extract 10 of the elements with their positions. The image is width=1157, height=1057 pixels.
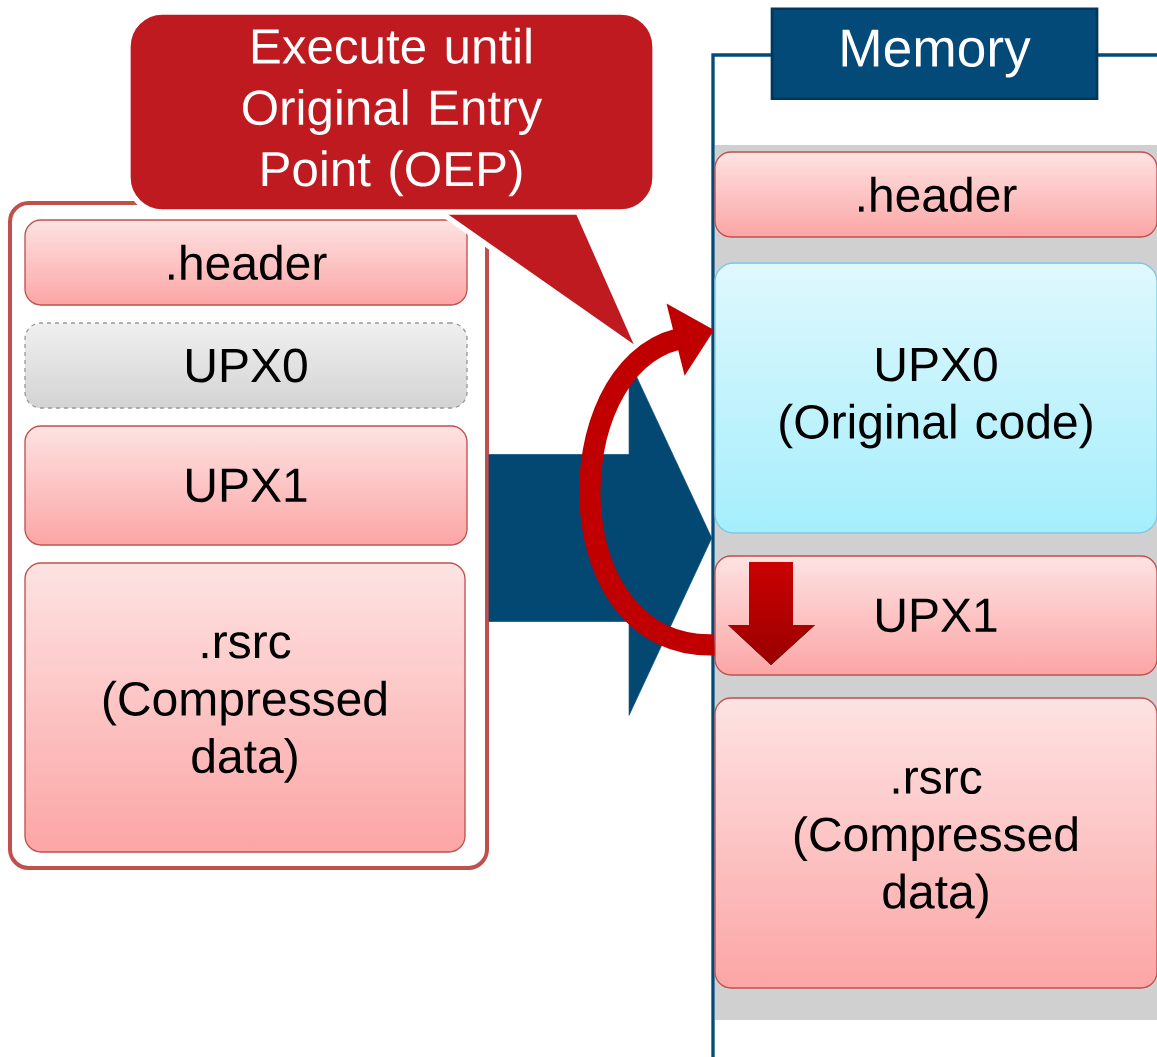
section-box: .rsrc (Compressed data) bbox=[714, 697, 1157, 989]
section-box: UPX1 bbox=[714, 555, 1157, 676]
curved-arrow bbox=[579, 303, 716, 656]
section-box: .header bbox=[24, 219, 468, 306]
node-label: Memory bbox=[842, 29, 1031, 78]
section-box: .rsrc (Compressed data) bbox=[24, 562, 466, 853]
section-box: .header bbox=[714, 151, 1157, 238]
section-box: UPX0 (Original code) bbox=[714, 262, 1157, 534]
section-box: UPX0 bbox=[24, 322, 468, 409]
section-box: UPX1 bbox=[24, 425, 468, 546]
